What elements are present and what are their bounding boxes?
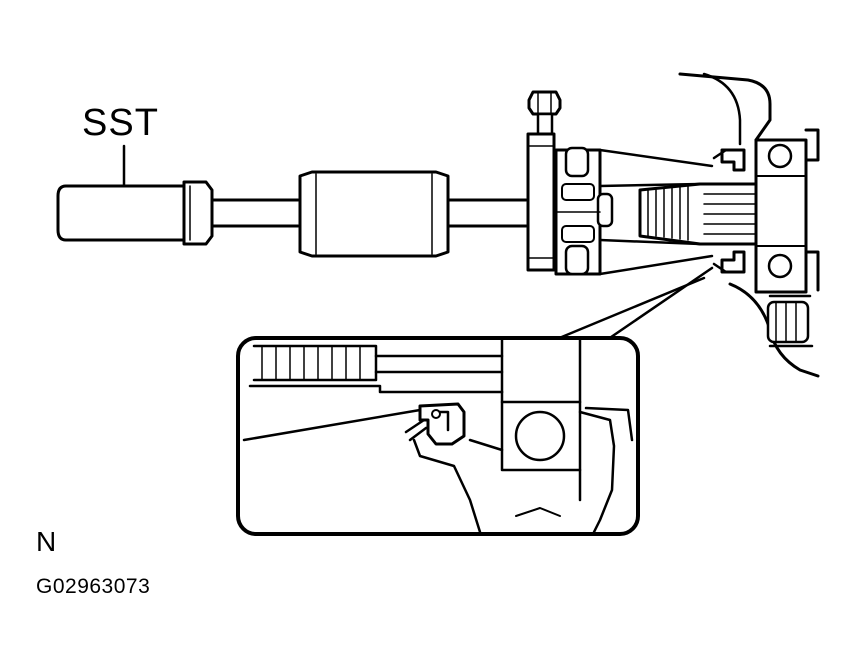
view-marker: N [36,526,57,557]
sst-label: SST [82,102,159,144]
yoke-block [526,132,556,272]
detail-leader [538,266,714,348]
detail-bearing-ball [514,410,566,462]
oil-seal-upper [720,148,746,172]
bearing-ball-lower [767,253,793,279]
figure-code: G02963073 [36,575,151,598]
hammer-shaft [210,198,300,228]
detail-inset [236,336,640,536]
handle-grip [56,184,186,242]
oil-seal-lower [720,250,746,274]
slide-weight [298,170,450,258]
puller-arm-lower [598,238,714,276]
bearing-ball-upper [767,143,793,169]
puller-arm-upper [598,148,714,188]
adjuster-bolt [527,90,562,116]
handle-collar [182,180,214,246]
sliding-hammer-tool [56,90,714,276]
hub-assembly [638,72,820,378]
detail-puller-edge [242,408,422,442]
bearing-housing [754,138,808,294]
steering-knuckle [678,72,772,142]
